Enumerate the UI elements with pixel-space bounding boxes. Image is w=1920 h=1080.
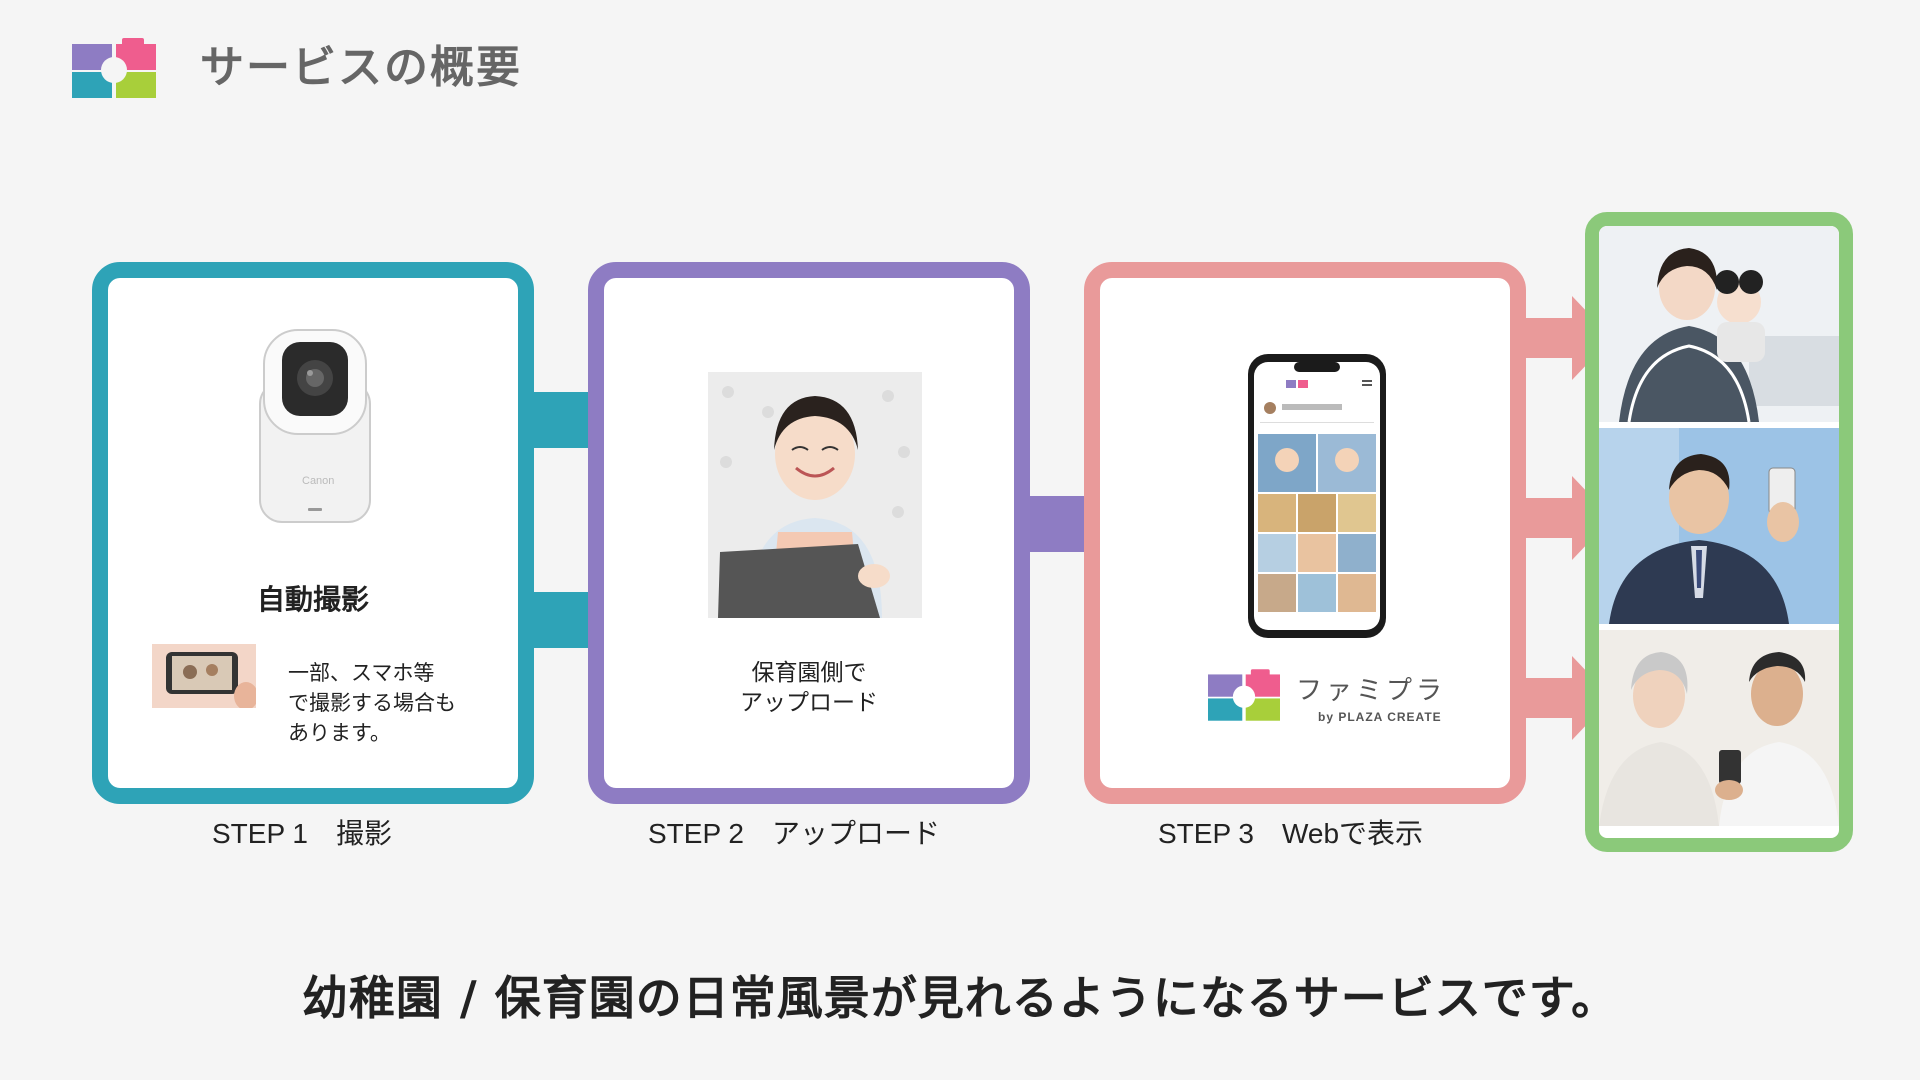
grandparents-with-phone-photo	[1599, 630, 1839, 826]
app-by-line: by PLAZA CREATE	[1318, 710, 1442, 724]
step1-caption: STEP 1 撮影	[212, 812, 392, 852]
step2-box: 保育園側で アップロード	[588, 262, 1030, 804]
mother-with-baby-photo	[1599, 226, 1839, 422]
businessman-with-phone-photo	[1599, 428, 1839, 624]
service-tagline: 幼稚園 / 保育園の日常風景が見れるようになるサービスです。	[0, 962, 1920, 1028]
step3-box: ファミプラ by PLAZA CREATE	[1084, 262, 1526, 804]
teacher-with-tablet-photo	[708, 372, 922, 618]
auto-camera-icon: Canon	[250, 326, 380, 526]
step3-caption: STEP 3 Webで表示	[1158, 812, 1423, 852]
famipla-app-logo-icon	[1208, 668, 1280, 722]
page-title: サービスの概要	[200, 38, 522, 98]
smartphone-photo-icon	[152, 644, 256, 708]
step2-label: 保育園側で アップロード	[604, 658, 1014, 718]
step1-box: Canon 自動撮影 一部、スマホ等 で撮影する場合も あります。	[92, 262, 534, 804]
step1-note: 一部、スマホ等 で撮影する場合も あります。	[288, 658, 456, 748]
svg-text:Canon: Canon	[302, 475, 334, 487]
viewer-panel	[1585, 212, 1853, 852]
step2-caption: STEP 2 アップロード	[648, 812, 940, 852]
step1-label: 自動撮影	[108, 578, 518, 618]
app-name: ファミプラ	[1296, 670, 1446, 707]
famipla-logo-icon	[72, 38, 156, 98]
smartphone-app-icon	[1246, 352, 1388, 640]
